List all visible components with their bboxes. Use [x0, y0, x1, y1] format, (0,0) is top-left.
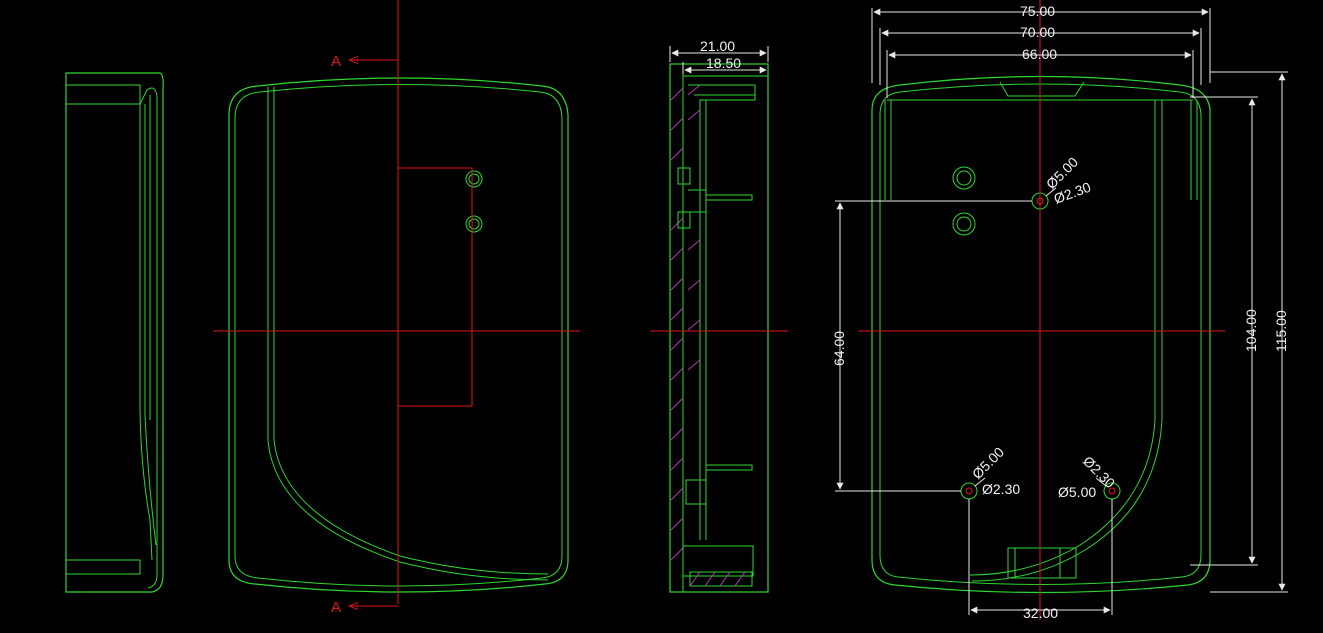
section-step-line	[398, 167, 473, 407]
back-view: 75.00 70.00 66.00 104.00 115.00 64.00 32…	[831, 0, 1289, 621]
dim-width-overall: 75.00	[1020, 3, 1055, 19]
dim-side-overall: 21.00	[700, 38, 735, 54]
dim-height-overall: 115.00	[1273, 310, 1289, 352]
section-view: 21.00 18.50	[650, 38, 788, 593]
section-label-bottom: A	[331, 599, 341, 616]
front-view: A A	[213, 0, 580, 616]
dim-hole-spacing-vertical: 64.00	[831, 331, 847, 366]
hole-bl-outer-label: Ø5.00	[969, 444, 1007, 482]
hole-br-outer-label: Ø5.00	[1058, 484, 1096, 500]
dim-width-inner: 66.00	[1022, 46, 1057, 62]
hole-bl-inner-label: Ø2.30	[982, 481, 1020, 497]
side-profile-view	[65, 72, 164, 593]
dim-height-inner: 104.00	[1243, 309, 1259, 352]
dim-side-inner: 18.50	[706, 55, 741, 71]
dim-width-mid: 70.00	[1020, 24, 1055, 40]
dim-hole-spacing-horizontal: 32.00	[1023, 605, 1058, 621]
section-label-top: A	[331, 53, 341, 70]
